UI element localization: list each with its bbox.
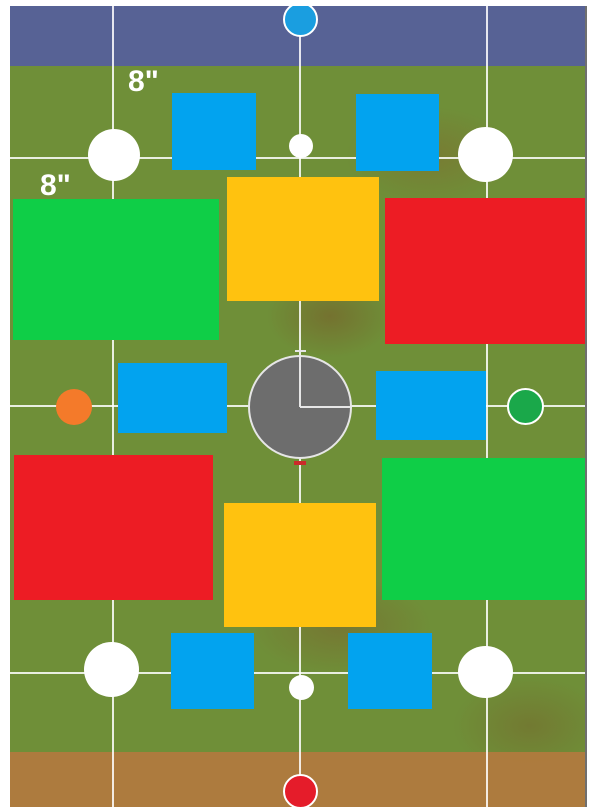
left-edge-marker	[56, 389, 92, 425]
game-board: 8" 8"	[10, 6, 587, 807]
objective-marker-bottom-center	[289, 675, 314, 700]
objective-marker-bottom-left	[84, 642, 139, 697]
objective-marker-top-left	[88, 129, 140, 181]
measurement-label-horizontal: 8"	[128, 67, 159, 97]
objective-marker-bottom-right	[458, 646, 513, 698]
bottom-edge-marker	[283, 774, 318, 807]
right-edge-marker	[507, 388, 544, 425]
measurement-label-vertical: 8"	[40, 171, 71, 201]
objective-marker-top-right	[458, 127, 513, 182]
objective-marker-top-center	[289, 134, 313, 158]
